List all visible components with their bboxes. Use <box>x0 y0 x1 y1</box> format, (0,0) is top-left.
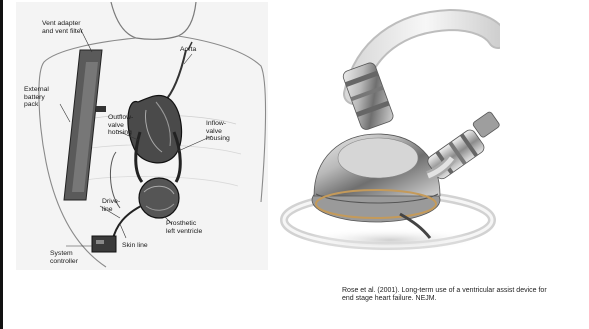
label-aorta: Aorta <box>180 46 196 54</box>
label-prosthetic-left-ventricle: Prosthetic left ventricle <box>166 220 202 235</box>
diagram-illustration <box>16 2 268 270</box>
label-inflow-valve-housing: Inflow- valve housing <box>206 120 230 143</box>
label-skin-line: Skin line <box>122 242 148 250</box>
label-outflow-valve-housing: Outflow- valve housing <box>108 114 133 137</box>
label-vent-adapter: Vent adapter and vent filter <box>42 20 83 35</box>
label-drive-line: Drive- line <box>102 198 120 213</box>
label-system-controller: System controller <box>50 250 78 265</box>
citation: Rose et al. (2001). Long-term use of a v… <box>342 287 587 303</box>
lvad-device-photo <box>280 8 500 276</box>
lvad-implant-diagram: Vent adapter and vent filter External ba… <box>16 2 268 270</box>
label-external-battery: External battery pack <box>24 86 49 109</box>
slide-left-border <box>0 0 3 329</box>
